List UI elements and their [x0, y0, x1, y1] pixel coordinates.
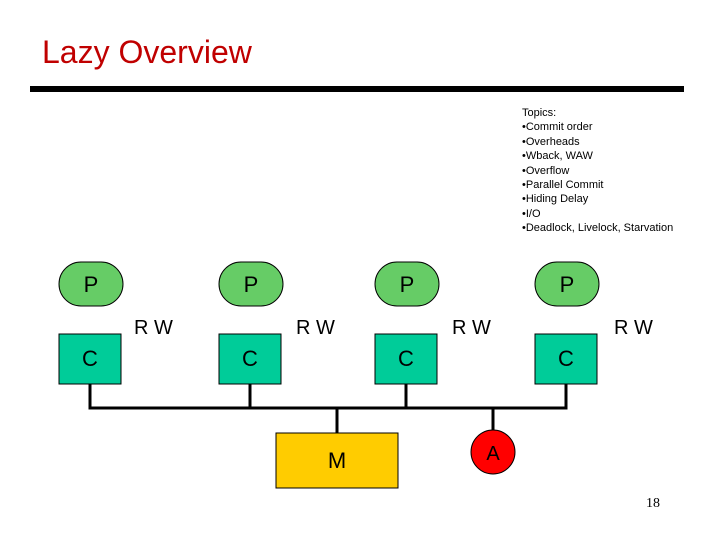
rw-label: R W: [134, 317, 173, 339]
cache-label: C: [242, 346, 258, 371]
arbiter-node: [470, 429, 516, 475]
rw-label: R W: [296, 317, 335, 339]
rw-label: R W: [452, 317, 491, 339]
processor-node: [374, 261, 440, 307]
processor-node: [534, 261, 600, 307]
cache-label: C: [398, 346, 414, 371]
topics-list: Topics: Commit order Overheads Wback, WA…: [522, 106, 673, 236]
rw-label: R W: [614, 317, 653, 339]
title-divider: [30, 86, 684, 92]
topics-heading: Topics:: [522, 107, 557, 119]
memory-node: [275, 432, 399, 489]
processor-node: [58, 261, 124, 307]
page-number: 18: [646, 496, 660, 511]
topic-item: Deadlock, Livelock, Starvation: [522, 221, 673, 235]
processor-label: P: [244, 272, 259, 297]
bus-line: [88, 384, 568, 410]
cache-node: [534, 333, 598, 385]
cache-node: [218, 333, 282, 385]
processor-node: [218, 261, 284, 307]
topic-item: Overflow: [522, 164, 673, 178]
arbiter-label: A: [486, 443, 500, 465]
processor-label: P: [84, 272, 99, 297]
cache-node: [374, 333, 438, 385]
slide-title: Lazy Overview: [42, 34, 252, 70]
topic-item: I/O: [522, 207, 673, 221]
processor-label: P: [400, 272, 415, 297]
topic-item: Commit order: [522, 120, 673, 134]
processor-label: P: [560, 272, 575, 297]
cache-node: [58, 333, 122, 385]
topic-item: Parallel Commit: [522, 178, 673, 192]
memory-label: M: [328, 448, 346, 473]
cache-label: C: [82, 346, 98, 371]
cache-label: C: [558, 346, 574, 371]
topic-item: Overheads: [522, 135, 673, 149]
topic-item: Wback, WAW: [522, 149, 673, 163]
topic-item: Hiding Delay: [522, 192, 673, 206]
